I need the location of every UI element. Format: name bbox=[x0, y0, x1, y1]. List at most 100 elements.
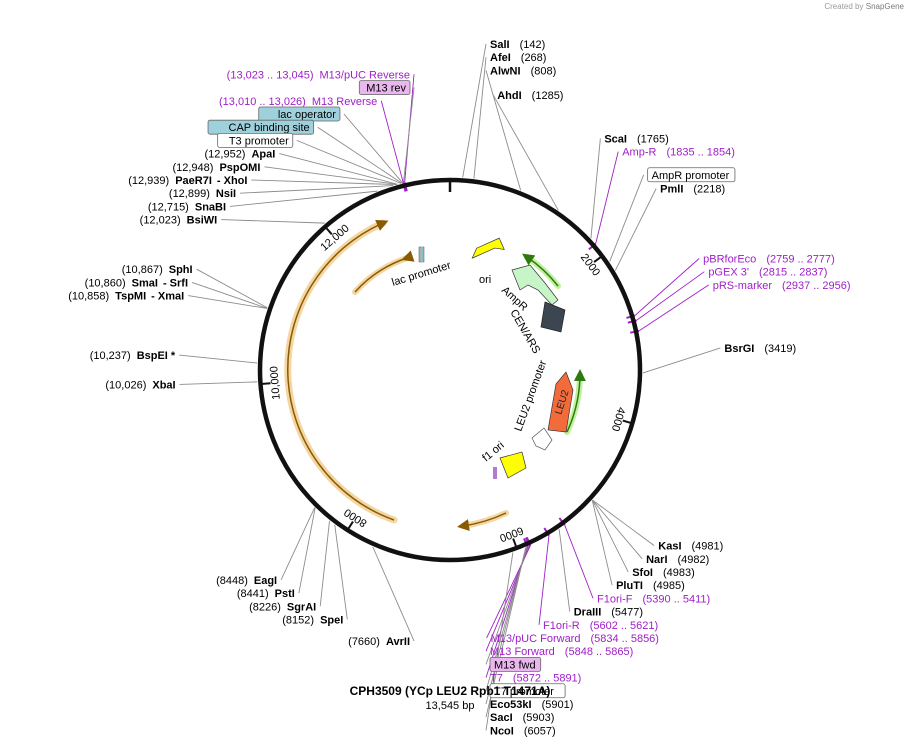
orf-arc-green-right-line bbox=[566, 369, 586, 433]
site-label: SacI(5903) bbox=[490, 712, 554, 724]
feature-box bbox=[489, 656, 542, 672]
tick-label: 6000 bbox=[498, 524, 525, 544]
site-leader-line bbox=[564, 525, 594, 599]
orf-arc-large-line bbox=[287, 219, 395, 521]
site-label: (10,858)TspMI- XmaI bbox=[68, 291, 184, 303]
tick-label: 2000 bbox=[578, 252, 602, 279]
f1-ori-feature bbox=[499, 451, 527, 479]
site-name: PluTI bbox=[616, 580, 643, 592]
site-name: Amp-R bbox=[622, 147, 656, 159]
site-name: SphI bbox=[169, 264, 193, 276]
tick-mark bbox=[347, 521, 354, 529]
site-location: (5834 .. 5856) bbox=[590, 633, 659, 645]
leu2-promoter-feature bbox=[531, 427, 553, 451]
tick-mark bbox=[262, 382, 271, 385]
site-name: BspEI * bbox=[137, 350, 176, 362]
site-label: (12,715)SnaBI bbox=[148, 201, 226, 213]
site-leader-line bbox=[230, 190, 378, 207]
feature-label: M13 rev bbox=[366, 83, 406, 95]
ori-feature bbox=[471, 237, 505, 259]
site-leader-line bbox=[188, 295, 268, 309]
site-label: PmlI(2218) bbox=[660, 184, 725, 196]
site-leader-line bbox=[403, 87, 415, 183]
site-name: XbaI bbox=[152, 379, 175, 391]
leu2-feature bbox=[547, 371, 574, 433]
site-label: (12,899)NsiI bbox=[169, 188, 236, 200]
f1-ori-mark bbox=[493, 467, 497, 479]
site-label: (10,860)SmaI- SrfI bbox=[85, 277, 188, 289]
site-location: (12,023) bbox=[140, 215, 181, 227]
site-location: (8152) bbox=[282, 614, 314, 626]
site-name: ApaI bbox=[251, 149, 275, 161]
tick-label: 10,000 bbox=[268, 366, 282, 400]
site-label: (10,026)XbaI bbox=[105, 379, 175, 391]
site-label: (10,237)BspEI * bbox=[90, 350, 176, 362]
site-location: (4983) bbox=[663, 567, 695, 579]
site-leader-line bbox=[298, 507, 316, 594]
site-leader-line bbox=[473, 57, 487, 179]
site-name: SfoI bbox=[632, 567, 653, 579]
site-leader-line bbox=[609, 174, 645, 262]
site-label: SfoI (4983) bbox=[632, 567, 695, 579]
feature-label: M13 fwd bbox=[494, 659, 536, 671]
site-leader-line bbox=[485, 70, 522, 191]
tick-mark bbox=[512, 538, 517, 547]
site-location: (2759 .. 2777) bbox=[766, 253, 835, 265]
site-location: (12,948) bbox=[172, 162, 213, 174]
site-name: M13/pUC Forward bbox=[491, 633, 581, 645]
site-labels: SalI(142)AfeI(268)AlwNI(808)AhdI(1285)Sc… bbox=[68, 39, 850, 737]
site-location: (5848 .. 5865) bbox=[565, 646, 634, 658]
site-leader-line bbox=[319, 520, 330, 607]
site-name: NsiI bbox=[216, 188, 236, 200]
site-location: (7660) bbox=[348, 636, 380, 648]
backbone bbox=[257, 177, 643, 563]
site-label: KasI(4981) bbox=[658, 541, 723, 553]
site-name: M13 Reverse bbox=[312, 96, 377, 108]
site-location: (268) bbox=[521, 52, 547, 64]
site-name: EagI bbox=[254, 575, 277, 587]
site-name: T7 bbox=[490, 673, 503, 685]
plasmid-name: CPH3509 (YCp LEU2 Rpb1 T1471A) bbox=[350, 684, 551, 698]
orf-arc-large bbox=[284, 219, 398, 524]
site-name: PspOMI bbox=[219, 162, 260, 174]
site-location: (5901) bbox=[542, 699, 574, 711]
cen-ars-feature bbox=[540, 301, 566, 333]
orf-arc-bottom-line bbox=[457, 512, 507, 532]
site-name: SnaBI bbox=[195, 201, 226, 213]
site-label: (10,867)SphI bbox=[122, 264, 193, 276]
site-leader-line bbox=[595, 151, 619, 244]
feature-label: lac operator bbox=[278, 109, 336, 121]
site-name: AhdI bbox=[497, 90, 521, 102]
site-location: (1835 .. 1854) bbox=[666, 147, 735, 159]
tick-label: 4000 bbox=[609, 406, 627, 433]
site-location: (13,023 .. 13,045) bbox=[227, 69, 314, 81]
backbone-circle bbox=[257, 177, 643, 563]
site-leader-line bbox=[317, 126, 402, 184]
site-leader-line bbox=[591, 500, 613, 586]
site-name: pRS-marker bbox=[713, 280, 773, 292]
site-name: SmaI bbox=[132, 277, 158, 289]
site-label: Eco53kI(5901) bbox=[490, 699, 573, 711]
orf-arc-small-line bbox=[354, 250, 415, 293]
lac-operator-feature bbox=[421, 247, 423, 262]
primer-label: pBRforEco(2759 .. 2777) bbox=[703, 253, 835, 265]
site-name: F1ori-R bbox=[543, 620, 580, 632]
primer-label: M13 Forward(5848 .. 5865) bbox=[490, 646, 633, 658]
site-name: PaeR7I bbox=[175, 175, 212, 187]
site-label: PluTI(4985) bbox=[616, 580, 685, 592]
site-location: (2815 .. 2837) bbox=[759, 267, 828, 279]
site-extra: - XmaI bbox=[151, 291, 184, 303]
feature-box bbox=[217, 132, 294, 148]
site-leader-line bbox=[264, 166, 398, 185]
site-leader-line bbox=[334, 524, 348, 620]
site-label: NarI(4982) bbox=[646, 554, 709, 566]
site-leader-line bbox=[343, 113, 403, 184]
site-location: (12,952) bbox=[205, 149, 246, 161]
site-label: NcoI(6057) bbox=[490, 725, 556, 737]
site-leader-line bbox=[592, 500, 629, 573]
feature-box bbox=[358, 80, 411, 95]
plasmid-length: 13,545 bp bbox=[426, 700, 475, 712]
site-location: (808) bbox=[531, 65, 557, 77]
feature-box bbox=[489, 683, 566, 699]
